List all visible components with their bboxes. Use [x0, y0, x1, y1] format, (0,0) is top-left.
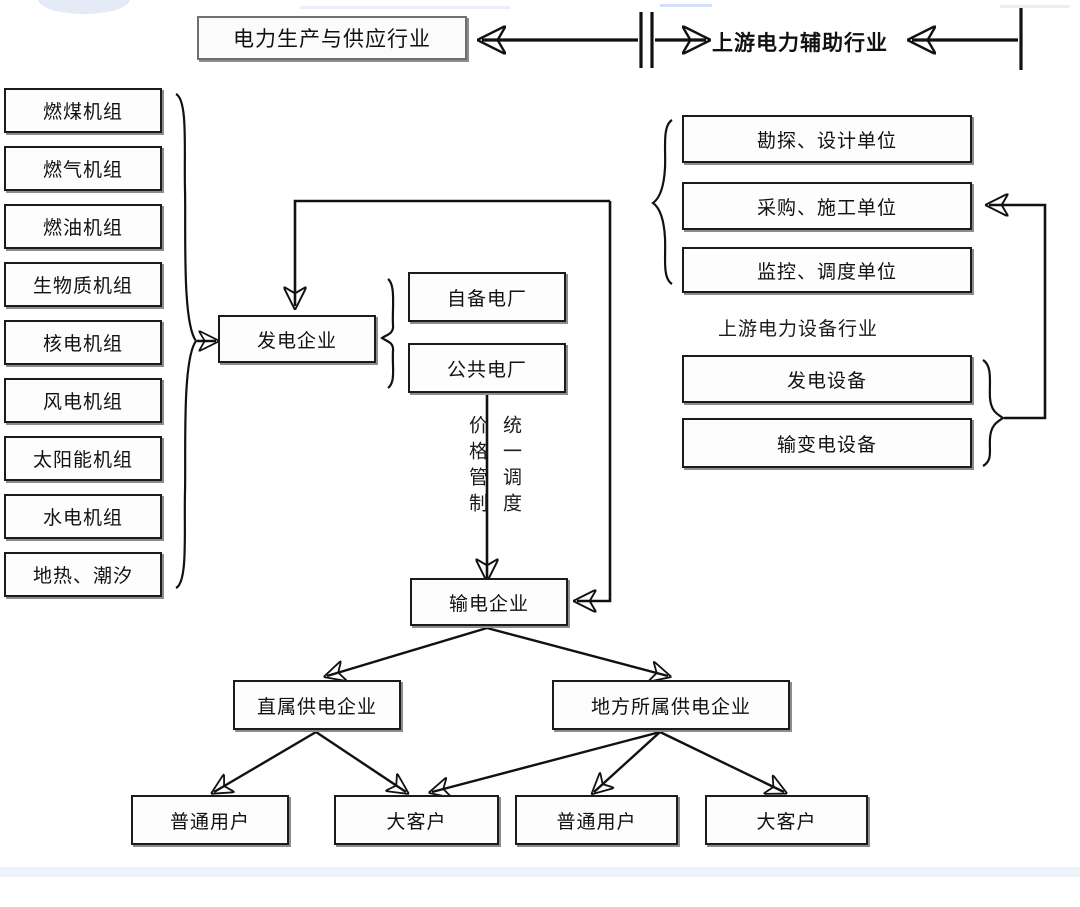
chrome-rule-2 — [660, 4, 712, 7]
unit-box-biomass[interactable]: 生物质机组 — [4, 262, 162, 307]
node-customer-major-2[interactable]: 大客户 — [705, 795, 868, 845]
unit-box-wind[interactable]: 风电机组 — [4, 378, 162, 423]
flow-label-price-control: 价格管制 — [466, 415, 488, 519]
node-power-generation-equipment[interactable]: 发电设备 — [682, 355, 972, 403]
node-monitoring-dispatch-unit[interactable]: 监控、调度单位 — [682, 247, 972, 293]
unit-box-geothermal-tidal[interactable]: 地热、潮汐 — [4, 552, 162, 597]
node-transmission-company[interactable]: 输电企业 — [410, 578, 568, 626]
unit-box-oil[interactable]: 燃油机组 — [4, 204, 162, 249]
node-public-power-plant[interactable]: 公共电厂 — [408, 343, 566, 393]
unit-box-hydro[interactable]: 水电机组 — [4, 494, 162, 539]
node-generation-company[interactable]: 发电企业 — [218, 315, 376, 363]
flow-label-unified-dispatch: 统一调度 — [500, 415, 522, 519]
node-survey-design-unit[interactable]: 勘探、设计单位 — [682, 115, 972, 163]
node-direct-supply-company[interactable]: 直属供电企业 — [233, 680, 401, 730]
header-label-upstream-auxiliary: 上游电力辅助行业 — [712, 31, 888, 55]
chrome-rule-3 — [1000, 5, 1070, 8]
logo-blob — [38, 0, 130, 14]
unit-box-coal[interactable]: 燃煤机组 — [4, 88, 162, 133]
node-customer-ordinary-1[interactable]: 普通用户 — [131, 795, 289, 845]
page-chrome-bottom — [0, 865, 1080, 907]
chrome-rule-1 — [300, 6, 510, 9]
section-label-upstream-equipment: 上游电力设备行业 — [718, 318, 879, 340]
page-chrome-top — [0, 0, 1080, 14]
unit-box-solar[interactable]: 太阳能机组 — [4, 436, 162, 481]
node-customer-ordinary-2[interactable]: 普通用户 — [515, 795, 678, 845]
node-procurement-construction-unit[interactable]: 采购、施工单位 — [682, 182, 972, 230]
node-local-supply-company[interactable]: 地方所属供电企业 — [552, 680, 790, 730]
node-customer-major-1[interactable]: 大客户 — [334, 795, 499, 845]
header-box-power-industry[interactable]: 电力生产与供应行业 — [197, 16, 467, 60]
chrome-bottom-bar — [0, 867, 1080, 877]
unit-box-gas[interactable]: 燃气机组 — [4, 146, 162, 191]
node-transmission-transformer-equipment[interactable]: 输变电设备 — [682, 418, 972, 468]
node-captive-power-plant[interactable]: 自备电厂 — [408, 272, 566, 322]
unit-box-nuclear[interactable]: 核电机组 — [4, 320, 162, 365]
